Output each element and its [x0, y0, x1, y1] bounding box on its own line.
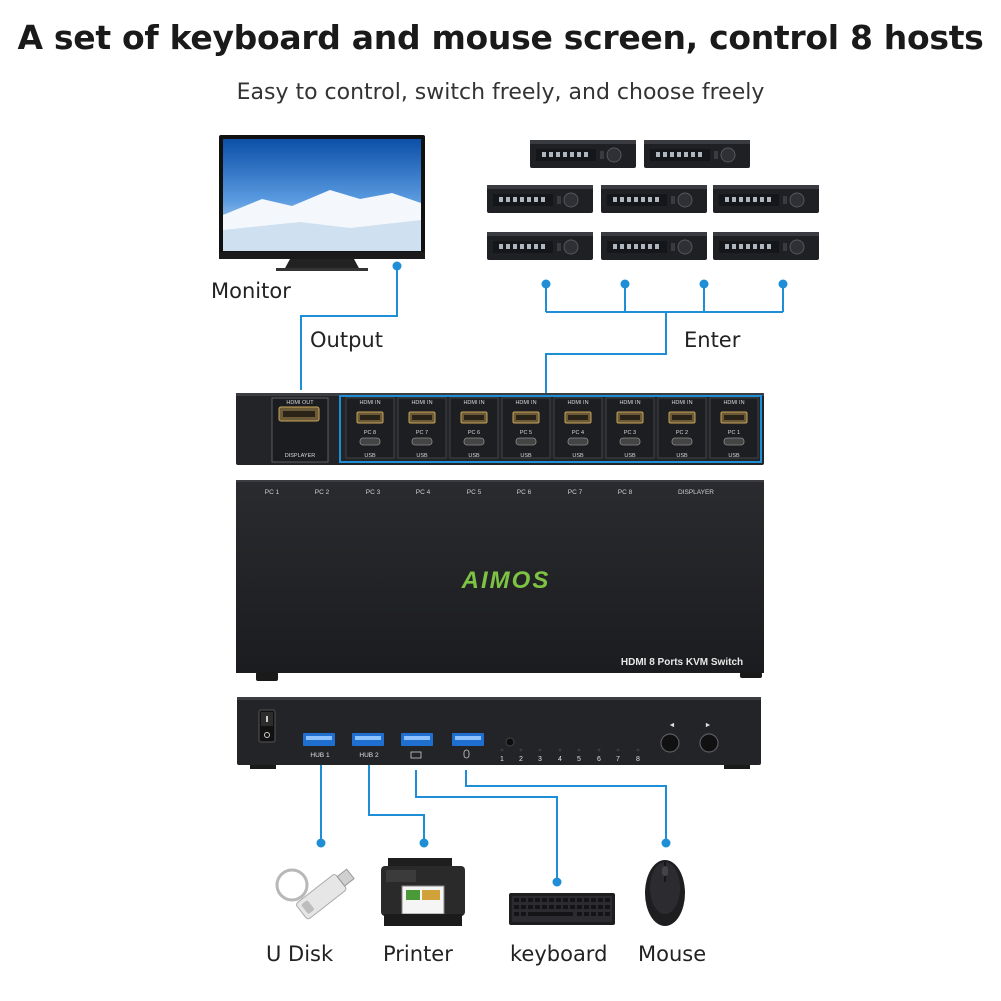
enter-label: Enter — [684, 328, 741, 352]
connector-dots — [316, 261, 788, 887]
keyboard-label: keyboard — [510, 942, 608, 966]
udisk-icon — [275, 868, 355, 920]
usb-ports — [303, 733, 484, 746]
brand-logo: AIMOS — [461, 567, 551, 594]
usb-label: USB — [728, 453, 740, 459]
led-label: 8 — [636, 756, 640, 763]
hdmi-in-label: HDMI IN — [723, 400, 744, 406]
next-arrow-icon: ► — [705, 722, 712, 729]
led-label: 2 — [519, 756, 523, 763]
printer-icon — [381, 858, 465, 926]
hdmi-in-label: HDMI IN — [463, 400, 484, 406]
prev-channel-button[interactable] — [660, 733, 680, 753]
usb-port-hub2[interactable] — [352, 733, 384, 746]
hdmi-in-label: HDMI IN — [411, 400, 432, 406]
ir-sensor-icon — [505, 737, 515, 747]
usb-port-keyboard[interactable] — [401, 733, 433, 746]
led-label: 4 — [558, 756, 562, 763]
usb-label: USB — [676, 453, 688, 459]
hub2-label: HUB 2 — [359, 752, 379, 759]
led-label: 5 — [577, 756, 581, 763]
displayer-rear-label: DISPLAYER — [285, 453, 315, 459]
usb-label: USB — [572, 453, 584, 459]
keyboard-port-icon — [410, 751, 422, 759]
usb-label: USB — [416, 453, 428, 459]
kvm-rear-panel — [236, 393, 764, 465]
top-pc-label: PC 4 — [416, 489, 431, 496]
top-pc-label: PC 5 — [467, 489, 482, 496]
top-pc-label: PC 3 — [366, 489, 381, 496]
usb-label: USB — [520, 453, 532, 459]
rear-pc-label: PC 3 — [624, 430, 636, 436]
kvm-front-panel — [237, 697, 761, 769]
hdmi-in-label: HDMI IN — [567, 400, 588, 406]
rear-pc-label: PC 7 — [416, 430, 428, 436]
output-label: Output — [310, 328, 383, 352]
prev-arrow-icon: ◄ — [669, 722, 676, 729]
monitor-icon — [219, 135, 425, 271]
keyboard-icon — [509, 893, 615, 925]
hdmi-in-label: HDMI IN — [619, 400, 640, 406]
top-pc-label: PC 1 — [265, 489, 280, 496]
top-displayer-label: DISPLAYER — [678, 489, 714, 496]
led-label: 7 — [616, 756, 620, 763]
hdmi-in-label: HDMI IN — [515, 400, 536, 406]
host-pc-icons — [486, 139, 820, 261]
top-pc-label: PC 8 — [618, 489, 633, 496]
page-subtitle: Easy to control, switch freely, and choo… — [236, 80, 765, 105]
rear-pc-label: PC 6 — [468, 430, 480, 436]
mouse-label: Mouse — [638, 942, 707, 966]
usb-port-hub1[interactable] — [303, 733, 335, 746]
usb-label: USB — [468, 453, 480, 459]
usb-label: USB — [624, 453, 636, 459]
channel-leds — [500, 748, 640, 752]
usb-port-mouse[interactable] — [452, 733, 484, 746]
mouse-port-icon — [463, 749, 470, 759]
next-channel-button[interactable] — [699, 733, 719, 753]
top-pc-label: PC 7 — [568, 489, 583, 496]
rear-pc-label: PC 1 — [728, 430, 740, 436]
top-pc-label: PC 6 — [517, 489, 532, 496]
hdmi-in-label: HDMI IN — [359, 400, 380, 406]
rear-pc-label: PC 4 — [572, 430, 584, 436]
hub1-label: HUB 1 — [310, 752, 330, 759]
printer-label: Printer — [383, 942, 453, 966]
rear-pc-label: PC 5 — [520, 430, 532, 436]
connector-lines — [300, 266, 784, 882]
power-switch[interactable] — [258, 709, 276, 743]
hdmi-in-label: HDMI IN — [671, 400, 692, 406]
led-label: 3 — [538, 756, 542, 763]
udisk-label: U Disk — [266, 942, 334, 966]
model-label: HDMI 8 Ports KVM Switch — [621, 657, 743, 668]
usb-label: USB — [364, 453, 376, 459]
monitor-label: Monitor — [211, 279, 291, 303]
mouse-icon — [645, 860, 685, 926]
kvm-top-panel — [236, 480, 764, 681]
page-title: A set of keyboard and mouse screen, cont… — [17, 18, 984, 57]
rear-pc-label: PC 8 — [364, 430, 376, 436]
led-label: 1 — [500, 756, 504, 763]
rear-pc-label: PC 2 — [676, 430, 688, 436]
led-label: 6 — [597, 756, 601, 763]
top-pc-label: PC 2 — [315, 489, 330, 496]
hdmi-out-label: HDMI OUT — [286, 400, 314, 406]
